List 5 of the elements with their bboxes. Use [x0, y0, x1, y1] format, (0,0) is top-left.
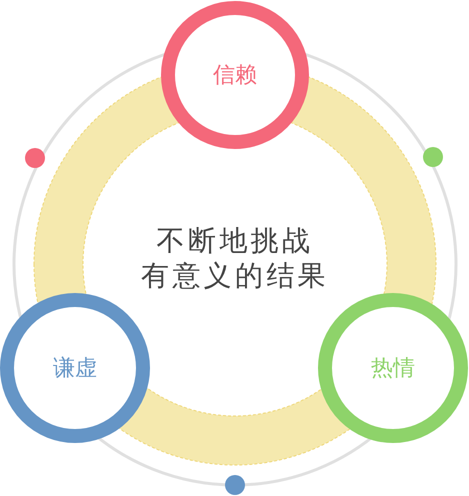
value-label: 谦虚 — [53, 355, 97, 383]
center-text: 不断地挑战 — [156, 223, 314, 260]
center-text: 有意义的结果 — [140, 258, 330, 294]
value-label: 热情 — [371, 355, 415, 383]
value-label: 信赖 — [213, 62, 257, 90]
